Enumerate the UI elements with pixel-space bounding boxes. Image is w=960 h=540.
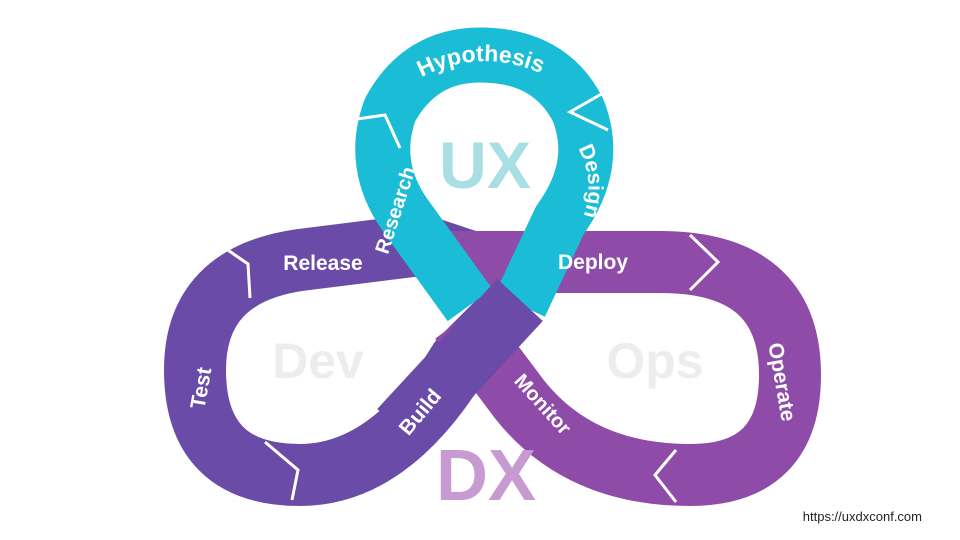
ops-chevron [688, 233, 721, 292]
dev-chevron [221, 244, 252, 299]
stage-deploy: Deploy [558, 251, 628, 274]
ux-chevron [349, 113, 402, 149]
ops-chevron [653, 449, 678, 503]
dev-chevron [264, 440, 300, 501]
ux-title: UX [439, 128, 531, 202]
dev-loop-band [164, 214, 542, 506]
ux-loop [349, 27, 614, 322]
source-url: https://uxdxconf.com [802, 509, 922, 524]
ux-loop-band [355, 27, 614, 322]
dev-loop [164, 214, 542, 506]
ops-loop-band [435, 231, 821, 506]
ux-chevron [566, 90, 609, 132]
ops-title: Ops [606, 333, 703, 389]
build-crossing [377, 278, 543, 452]
dev-title: Dev [272, 333, 364, 389]
stage-release: Release [283, 252, 362, 275]
dx-title: DX [436, 436, 536, 516]
ops-loop [435, 231, 821, 506]
